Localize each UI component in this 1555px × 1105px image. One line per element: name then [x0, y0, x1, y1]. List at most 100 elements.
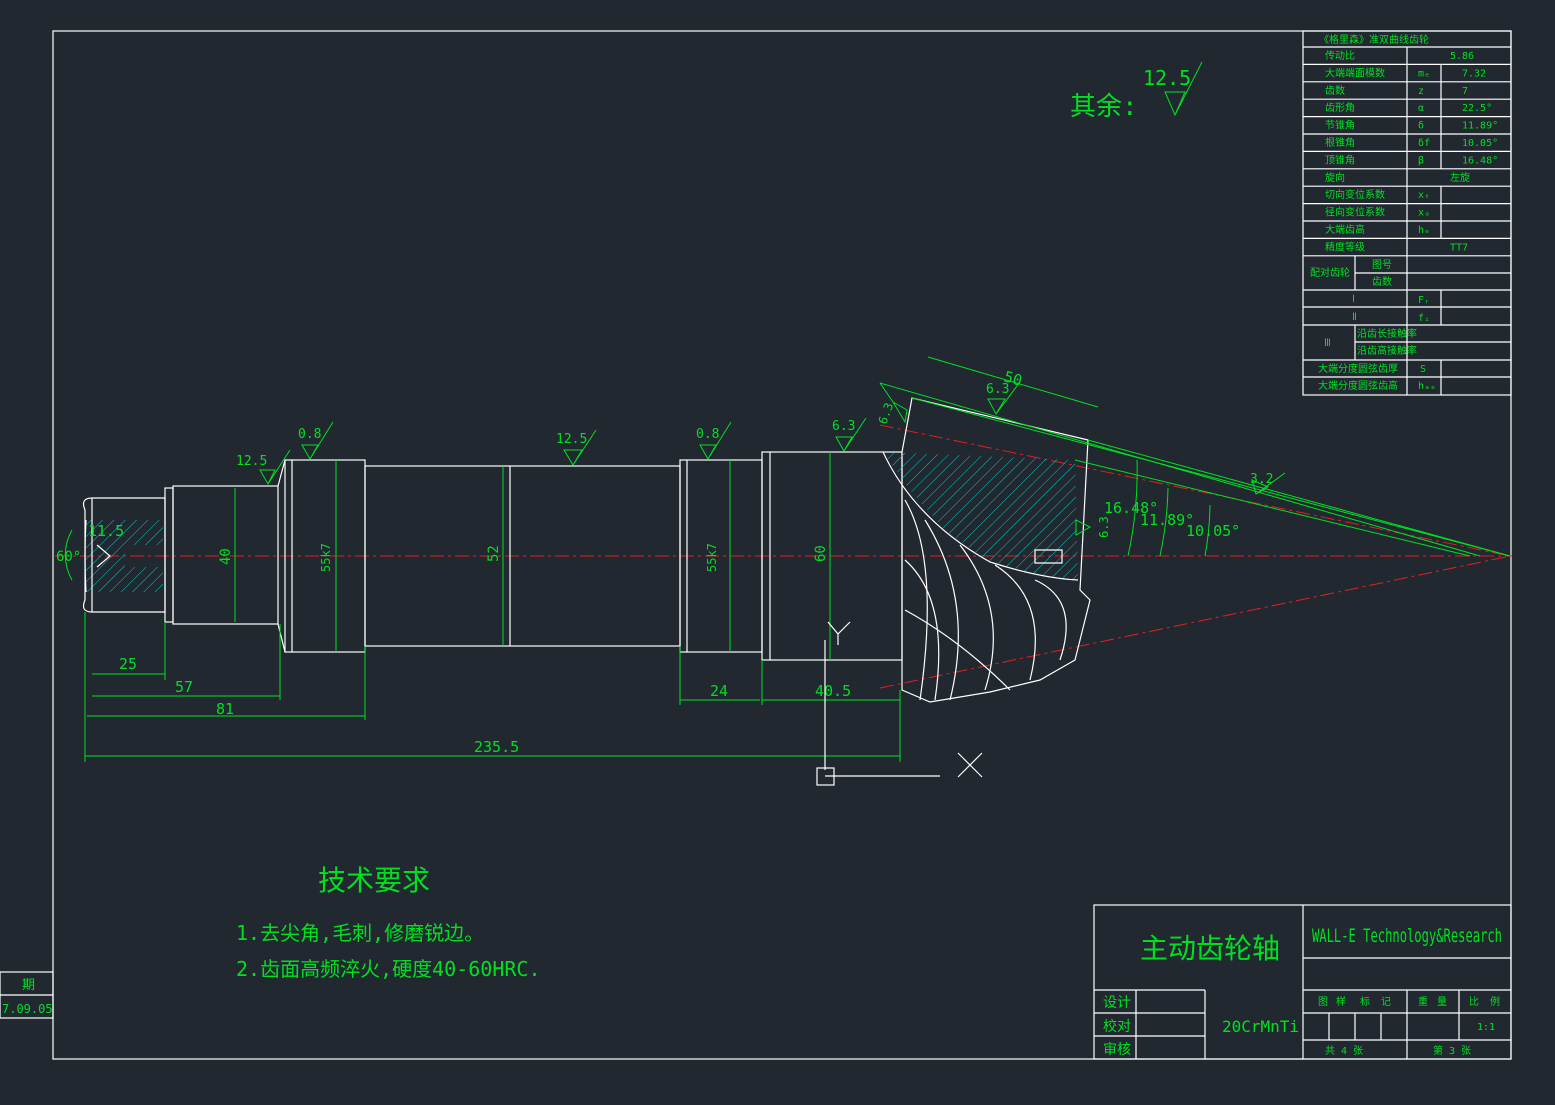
dim-40: 40: [218, 548, 234, 565]
roughness-symbol-icon: [1251, 472, 1286, 495]
pair-gear-r1: 图号: [1372, 259, 1392, 271]
title-block: 主动齿轮轴 WALL-E Technology&Research 设计 校对 审…: [1093, 904, 1512, 1060]
gear-row-symbol: β: [1418, 155, 1424, 166]
drawing-border: [52, 30, 1512, 1060]
header-biao: 标: [1360, 996, 1370, 1008]
gear-row-name: 大端齿高: [1325, 223, 1365, 236]
gear-row-symbol: mₑ: [1418, 68, 1430, 79]
pinion-gear-head[interactable]: [882, 397, 1091, 703]
dim-60: 60: [813, 545, 829, 562]
gear-row-symbol: δf: [1418, 138, 1430, 149]
side-stamp: 期 7.09.05: [0, 971, 54, 1019]
last-row-1-name: 大端分度圆弦齿厚: [1318, 362, 1398, 375]
roughness-symbol-icon: [563, 429, 597, 466]
roughness-symbol-icon: [835, 417, 867, 453]
gear-row-value: 11.89°: [1462, 121, 1498, 132]
part-name: 主动齿轮轴: [1140, 932, 1280, 965]
role-check: 校对: [1103, 1018, 1131, 1035]
gear-row-name: 齿形角: [1325, 102, 1355, 114]
finish-5: 6.3: [832, 419, 855, 434]
ucs-y-label: Y: [828, 627, 829, 629]
group-1-label: Ⅰ: [1352, 294, 1355, 305]
gear-row-value: 左旋: [1450, 171, 1470, 184]
roughness-note-value: 12.5: [1143, 66, 1191, 90]
gear-row-symbol: δ: [1418, 121, 1424, 132]
finish-2: 0.8: [298, 427, 321, 442]
roughness-symbol-icon: [987, 381, 1021, 416]
company-name: WALL-E Technology&Research: [1312, 925, 1502, 947]
side-stamp-date: 7.09.05: [2, 1002, 53, 1016]
pair-gear-label: 配对齿轮: [1310, 266, 1350, 279]
finish-6: 6.3: [986, 382, 1009, 397]
tech-req-title: 技术要求: [318, 864, 430, 897]
dim-235-5: 235.5: [474, 738, 519, 756]
sheet-number: 第 3 张: [1433, 1044, 1471, 1057]
group-1-sym: Fᵣ: [1418, 295, 1430, 306]
gear-row-value: 7.32: [1462, 68, 1486, 79]
dim-55k7-b: 55k7: [705, 543, 719, 572]
header-ji: 记: [1381, 996, 1391, 1008]
gear-table-title: 《格里森》准双曲线齿轮: [1319, 33, 1429, 46]
gear-row-symbol: hₑ: [1418, 225, 1430, 236]
group-3-r2: 沿齿高接触率: [1357, 344, 1417, 357]
role-design: 设计: [1103, 995, 1131, 1011]
roughness-note-label: 其余:: [1070, 92, 1138, 122]
gear-row-name: 传动比: [1325, 50, 1355, 62]
header-liang: 量: [1437, 996, 1447, 1008]
group-3-r1: 沿齿长接触率: [1357, 327, 1417, 340]
angle-16-48: 16.48°: [1104, 499, 1158, 517]
dim-40-5: 40.5: [815, 682, 851, 700]
roughness-symbol-icon: [301, 421, 334, 461]
pitch-cone-line-lower: [879, 555, 1511, 689]
gear-row-name: 切向变位系数: [1325, 188, 1385, 201]
header-li: 例: [1490, 995, 1500, 1008]
roughness-symbol-icon: [879, 382, 908, 424]
last-row-2-name: 大端分度圆弦齿高: [1318, 379, 1398, 392]
group-2-label: Ⅱ: [1352, 312, 1357, 323]
angle-10-05: 10.05°: [1186, 522, 1240, 540]
gear-row-symbol: xₐ: [1418, 208, 1430, 219]
dim-24: 24: [710, 682, 728, 700]
gear-row-value: 10.05°: [1462, 138, 1498, 149]
gear-row-value: 7: [1462, 86, 1468, 97]
gear-row-name: 精度等级: [1325, 240, 1365, 253]
gear-row-symbol: z: [1418, 86, 1424, 97]
header-tu: 图: [1318, 996, 1328, 1008]
group-2-sym: fᵢ: [1418, 313, 1430, 324]
roughness-symbol-icon: [259, 449, 291, 486]
surface-finish-symbols: 12.5 0.8 12.5 0.8 6.3 6.3 6.3 3.2 6.3: [236, 381, 1286, 538]
general-roughness-note: 其余: 12.5: [1070, 61, 1203, 122]
dim-25: 25: [119, 655, 137, 673]
shaft-profile[interactable]: [82, 451, 903, 661]
gear-row-name: 齿数: [1325, 84, 1345, 97]
gear-row-name: 顶锥角: [1325, 154, 1355, 166]
finish-1: 12.5: [236, 454, 267, 469]
gear-row-symbol: α: [1418, 103, 1424, 114]
technical-requirements: 技术要求 1.去尖角,毛刺,修磨锐边。 2.齿面高频淬火,硬度40-60HRC.: [236, 864, 541, 981]
gear-row-name: 大端端面模数: [1325, 66, 1385, 79]
angle-11-89: 11.89°: [1140, 511, 1194, 529]
gear-row-symbol: xₜ: [1418, 190, 1430, 201]
header-yang: 样: [1336, 995, 1346, 1008]
dimension-lines: [64, 356, 1211, 762]
tech-req-item-2: 2.齿面高频淬火,硬度40-60HRC.: [236, 957, 541, 981]
role-approve: 审核: [1103, 1042, 1131, 1058]
gear-row-value: 5.86: [1450, 51, 1474, 62]
dim-11-5: 11.5: [88, 522, 124, 540]
dim-52: 52: [486, 545, 502, 562]
roughness-symbol-icon: [1164, 61, 1203, 117]
ucs-icon: Y: [816, 621, 983, 786]
tech-req-item-1: 1.去尖角,毛刺,修磨锐边。: [236, 921, 484, 945]
gear-row-name: 旋向: [1325, 171, 1345, 184]
finish-3: 12.5: [556, 432, 587, 447]
header-zhong: 重: [1418, 995, 1428, 1008]
gear-row-value: TT7: [1450, 242, 1468, 253]
dim-60-deg: 60°: [56, 549, 81, 565]
dim-55k7-a: 55k7: [319, 543, 333, 572]
gear-row-name: 节锥角: [1325, 120, 1355, 132]
side-stamp-label: 期: [22, 978, 35, 993]
dim-81: 81: [216, 700, 234, 718]
